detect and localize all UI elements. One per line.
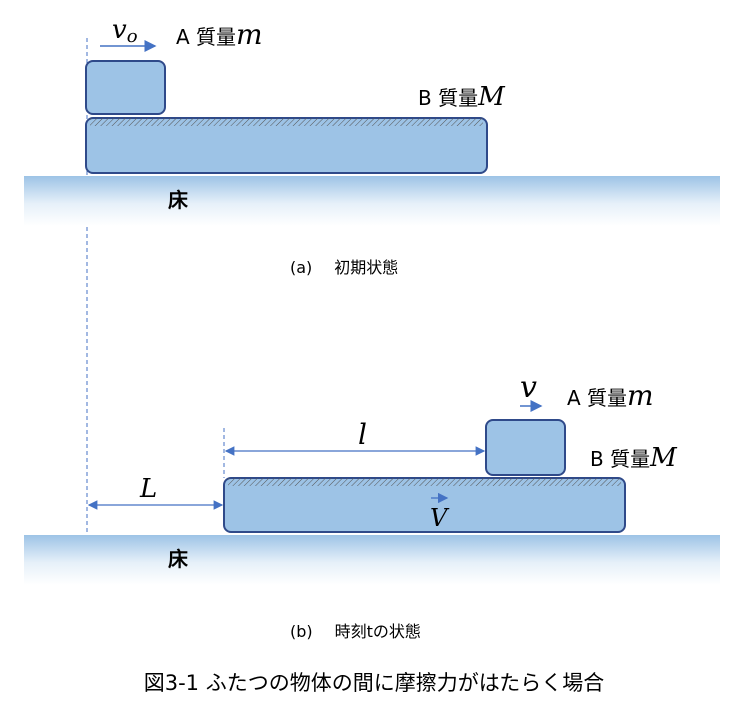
block-b-label-a: B 質量M (418, 82, 506, 112)
board-velocity-label: V (430, 504, 450, 532)
block-b-a (85, 117, 488, 174)
floor-a (24, 176, 720, 226)
panel-b: 床 l L v A 質量m B 質量M V (b)時刻tの状態 (24, 370, 720, 641)
caption-a: (a)初期状態 (290, 258, 398, 277)
block-b-label-b: B 質量M (590, 443, 678, 473)
velocity-label-b: v (520, 370, 537, 405)
floor-label-b: 床 (168, 547, 189, 571)
block-b-b (223, 477, 626, 533)
figure-caption: 図3-1 ふたつの物体の間に摩擦力がはたらく場合 (144, 671, 605, 695)
panel-a: 床 vo A 質量m B 質量M (a)初期状態 (24, 15, 720, 277)
caption-b: (b)時刻tの状態 (290, 622, 421, 641)
friction-surface-a (90, 118, 483, 126)
block-a-b (485, 419, 566, 476)
distance-l-label: l (358, 418, 367, 451)
block-a-label-b: A 質量m (567, 379, 654, 412)
floor-label-a: 床 (168, 188, 189, 212)
friction-surface-b (228, 478, 621, 486)
floor-b (24, 535, 720, 585)
distance-L-label: L (139, 474, 157, 504)
block-a-label-a: A 質量m (176, 18, 263, 51)
block-a-a (85, 60, 166, 115)
velocity-label-a: vo (112, 15, 138, 47)
